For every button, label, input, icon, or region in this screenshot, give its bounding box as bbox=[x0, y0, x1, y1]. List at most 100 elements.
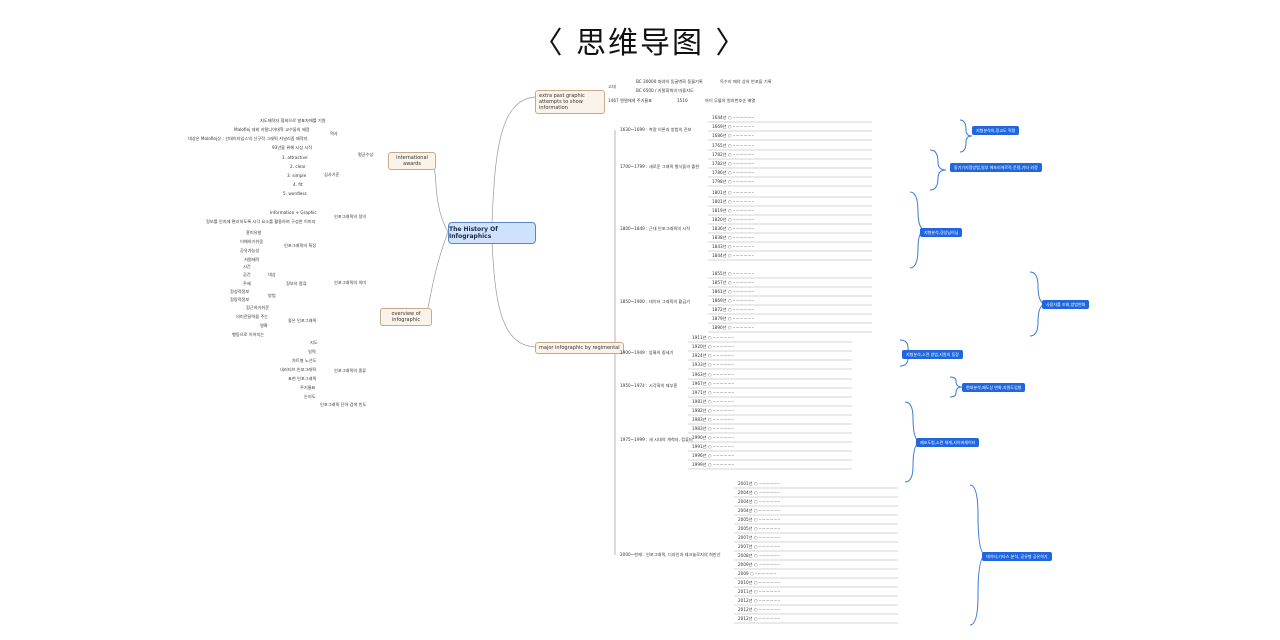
era-label[interactable]: 1900~1949 : 암흑의 중세기 bbox=[620, 350, 674, 355]
feature-item: 이해하기쉬움 bbox=[240, 239, 264, 244]
kind-item: 논리도 bbox=[304, 394, 316, 399]
era-item-year: 1644년 ○ ················ bbox=[712, 115, 755, 120]
era-tag: 지형분석,경상님이님 bbox=[920, 228, 963, 237]
era-item-year: 2012년 ○ ················ bbox=[738, 598, 781, 603]
qual-label: 대상 bbox=[268, 272, 276, 277]
good-label: 좋은 인포그래픽 bbox=[288, 318, 317, 323]
criteria-item: 3. simple bbox=[287, 173, 307, 178]
era-label[interactable]: 1850~1900 : 데이터 그래픽의 황금기 bbox=[620, 299, 691, 304]
era-item-year: 1836년 ○ ················ bbox=[712, 226, 755, 231]
qual-item: 시간 bbox=[243, 264, 251, 269]
good-item: 접근하기쉬운 bbox=[246, 305, 270, 310]
kind-item: 지도 bbox=[310, 340, 318, 345]
era-item-year: 1890년 ○ ················ bbox=[712, 325, 755, 330]
era-item-year: 1782년 ○ ················ bbox=[712, 161, 755, 166]
kind-item: 표현 인포그래픽 bbox=[288, 376, 317, 381]
past-item: 독수리 깨의 상의 반포들 기록 bbox=[720, 79, 772, 84]
era-item-year: 2005년 ○ ················ bbox=[738, 517, 781, 522]
feature-item: 흥미유발 bbox=[246, 230, 262, 235]
node-major[interactable]: major infographic by regimental bbox=[535, 342, 624, 354]
era-item-year: 1861년 ○ ················ bbox=[712, 289, 755, 294]
era-item-year: 2009 ○ ················ bbox=[738, 571, 777, 576]
era-item-year: 2004년 ○ ················ bbox=[738, 499, 781, 504]
era-tag: 지형분석,소련 방법,지원의 등장 bbox=[902, 350, 963, 359]
history-item: 대상은 Malofiej상 : 선데이타임스의 선구적 그래픽 저널리즘 제작자 bbox=[188, 136, 308, 141]
era-item-year: 1999년 ○ ················ bbox=[692, 462, 735, 467]
node-awards[interactable]: international awards bbox=[388, 152, 436, 170]
era-label[interactable]: 1975~1999 : 새 시대의 개척자, 컴퓨터 bbox=[620, 437, 693, 442]
era-item-year: 1879년 ○ ················ bbox=[712, 316, 755, 321]
criteria-item: 5. wordless bbox=[283, 191, 307, 196]
era-label[interactable]: 1700~1799 : 새로운 그래픽 형식들의 출현 bbox=[620, 164, 700, 169]
qual-item: 공간 bbox=[243, 272, 251, 277]
era-item-year: 2012년 ○ ················ bbox=[738, 607, 781, 612]
era-item-year: 1855년 ○ ················ bbox=[712, 271, 755, 276]
criteria-label: 심사기준 bbox=[324, 172, 340, 177]
era-item-year: 1982년 ○ ················ bbox=[692, 408, 735, 413]
era-label[interactable]: 1950~1974 : 시각화의 재부흥 bbox=[620, 383, 678, 388]
era-item-year: 2009년 ○ ················ bbox=[738, 562, 781, 567]
history-item: 93년을 위해 시상 시작 bbox=[272, 145, 313, 150]
root-node[interactable]: The History Of Infographics bbox=[448, 222, 536, 244]
feature-item: 저렴제작 bbox=[244, 257, 260, 262]
era-item-year: 1843년 ○ ················ bbox=[712, 244, 755, 249]
era-item-year: 1786년 ○ ················ bbox=[712, 170, 755, 175]
era-item-year: 2007년 ○ ················ bbox=[738, 535, 781, 540]
era-label[interactable]: 2000~현재 : 인포그래픽, 디자인과 테크놀로지의 희만선 bbox=[620, 552, 721, 557]
era-item-year: 1983년 ○ ················ bbox=[692, 426, 735, 431]
era-item-year: 1669년 ○ ················ bbox=[712, 124, 755, 129]
era-item-year: 1801년 ○ ················ bbox=[712, 199, 755, 204]
feature-item: 공유가능성 bbox=[240, 248, 260, 253]
era-item-year: 1924년 ○ ················ bbox=[692, 353, 735, 358]
era-item-year: 2010년 ○ ················ bbox=[738, 580, 781, 585]
info-types-label: 정보의 종류 bbox=[286, 281, 307, 286]
era-item-year: 2004년 ○ ················ bbox=[738, 508, 781, 513]
era-item-year: 1920년 ○ ················ bbox=[692, 344, 735, 349]
era-item-year: 1869년 ○ ················ bbox=[712, 298, 755, 303]
definition-item: 정보를 인지에 편리하도록 시각 요소를 활용하여 구성한 이미지 bbox=[206, 219, 316, 224]
era-item-year: 2001년 ○ ················ bbox=[738, 481, 781, 486]
era-item-year: 1798년 ○ ················ bbox=[712, 179, 755, 184]
era-label[interactable]: 1630~1699 : 측량 이론과 방법의 진보 bbox=[620, 127, 692, 132]
era-label[interactable]: 1800~1849 : 근대 인포그래픽의 시작 bbox=[620, 226, 691, 231]
era-item-year: 1844년 ○ ················ bbox=[712, 253, 755, 258]
past-item: 1510 bbox=[677, 98, 688, 103]
history-label: 역사 bbox=[330, 131, 338, 136]
era-item-year: 1933년 ○ ················ bbox=[692, 362, 735, 367]
page-title: 〈 思维导图 〉 bbox=[532, 26, 748, 61]
era-item-year: 2012년 ○ ················ bbox=[738, 616, 781, 621]
past-item: 1467 엔델에게 주기율표 bbox=[608, 98, 653, 103]
era-item-year: 1765년 ○ ················ bbox=[712, 143, 755, 148]
era-item-year: 1991년 ○ ················ bbox=[692, 444, 735, 449]
era-item-year: 2011년 ○ ················ bbox=[738, 589, 781, 594]
era-item-year: 1820년 ○ ················ bbox=[712, 217, 755, 222]
criteria-item: 1. attractive bbox=[282, 155, 308, 160]
quan-label: 방법 bbox=[268, 293, 276, 298]
last-item: 인포그래픽 단어 검색 빈도 bbox=[320, 402, 367, 407]
past-item: BC 6500 / 카탈휘윅의 마을지도 bbox=[636, 88, 694, 93]
kind-item: 차트형 노선도 bbox=[292, 358, 317, 363]
era-item-year: 2007년 ○ ················ bbox=[738, 544, 781, 549]
criteria-item: 4. fit bbox=[293, 182, 303, 187]
qual-item: 주제 bbox=[243, 281, 251, 286]
node-overview[interactable]: overview of infographic bbox=[380, 308, 432, 326]
era-item-year: 1686년 ○ ················ bbox=[712, 133, 755, 138]
era-item-year: 1996년 ○ ················ bbox=[692, 453, 735, 458]
era-item-year: 1963년 ○ ················ bbox=[692, 372, 735, 377]
kinds-label: 인포그래픽의 종류 bbox=[334, 368, 367, 373]
good-item: 행동으로 이어지는 bbox=[232, 332, 265, 337]
era-tag: 사용자를 조회,방법변화 bbox=[1042, 300, 1090, 309]
kind-item: 주기율표 bbox=[300, 385, 316, 390]
definition-label: 인포그래픽의 정의 bbox=[334, 214, 367, 219]
era-item-year: 1971년 ○ ················ bbox=[692, 390, 735, 395]
era-item-year: 1857년 ○ ················ bbox=[712, 280, 755, 285]
history-item: Malofiej 대회 카탈니아대학 교수들의 제정 bbox=[234, 127, 310, 132]
era-item-year: 1782년 ○ ················ bbox=[712, 152, 755, 157]
era-tag: 현대분석,제도상 변화,지원도입형 bbox=[962, 383, 1026, 392]
good-item: 명확 bbox=[260, 323, 268, 328]
node-past[interactable]: extra past graphic attempts to show info… bbox=[535, 90, 605, 114]
quan-item: 정량적정보 bbox=[230, 297, 250, 302]
past-item: 하이 무블의 원자번호순 배열 bbox=[705, 98, 756, 103]
era-item-year: 1838년 ○ ················ bbox=[712, 235, 755, 240]
